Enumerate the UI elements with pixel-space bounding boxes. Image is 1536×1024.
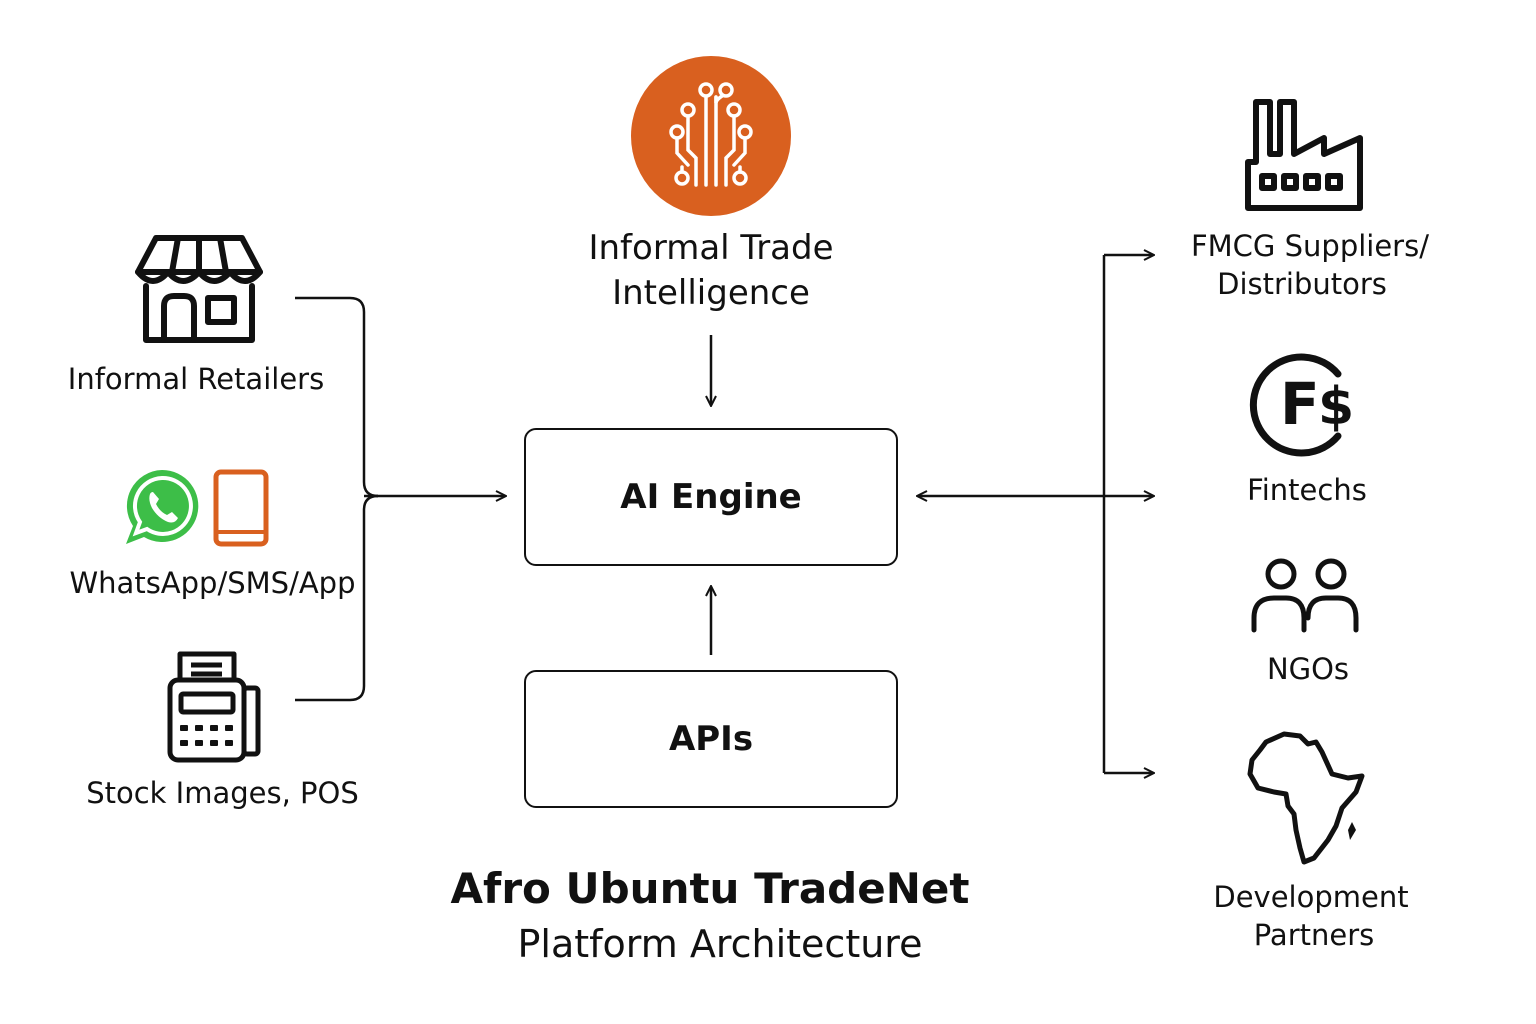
fintech-coin-icon: F $ — [1249, 353, 1354, 457]
svg-text:F: F — [1280, 370, 1320, 438]
output-label-fmcg-line1: FMCG Suppliers/ — [1190, 229, 1429, 263]
input-bracket-line — [295, 296, 379, 498]
people-icon — [1251, 558, 1359, 633]
input-bracket-line — [295, 494, 379, 702]
ai-engine-label: AI Engine — [620, 477, 802, 517]
input-label-retailers: Informal Retailers — [67, 362, 325, 396]
factory-icon — [1245, 99, 1363, 211]
output-label-development-line1: Development — [1213, 880, 1409, 914]
output-label-fmcg-line2: Distributors — [1217, 267, 1387, 301]
diagram-subtitle: Platform Architecture — [517, 922, 923, 966]
ai-engine-box[interactable]: AI Engine — [524, 428, 898, 566]
input-label-stock-pos: Stock Images, POS — [86, 776, 359, 810]
circuit-brain-icon — [631, 56, 791, 216]
output-label-fintechs: Fintechs — [1247, 473, 1367, 507]
intelligence-label-line2: Intelligence — [612, 273, 810, 313]
input-label-channels: WhatsApp/SMS/App — [69, 566, 356, 600]
pos-terminal-icon — [167, 651, 261, 763]
output-label-ngos: NGOs — [1266, 652, 1350, 686]
svg-text:$: $ — [1318, 377, 1354, 437]
storefront-icon — [135, 235, 263, 343]
apis-box[interactable]: APIs — [524, 670, 898, 808]
output-label-development-line2: Partners — [1253, 918, 1375, 952]
whatsapp-icon — [126, 469, 199, 544]
app-device-icon — [213, 469, 269, 547]
diagram-title: Afro Ubuntu TradeNet — [450, 864, 970, 913]
apis-label: APIs — [668, 719, 754, 759]
africa-map-icon — [1247, 731, 1365, 865]
intelligence-label-line1: Informal Trade — [588, 228, 834, 268]
